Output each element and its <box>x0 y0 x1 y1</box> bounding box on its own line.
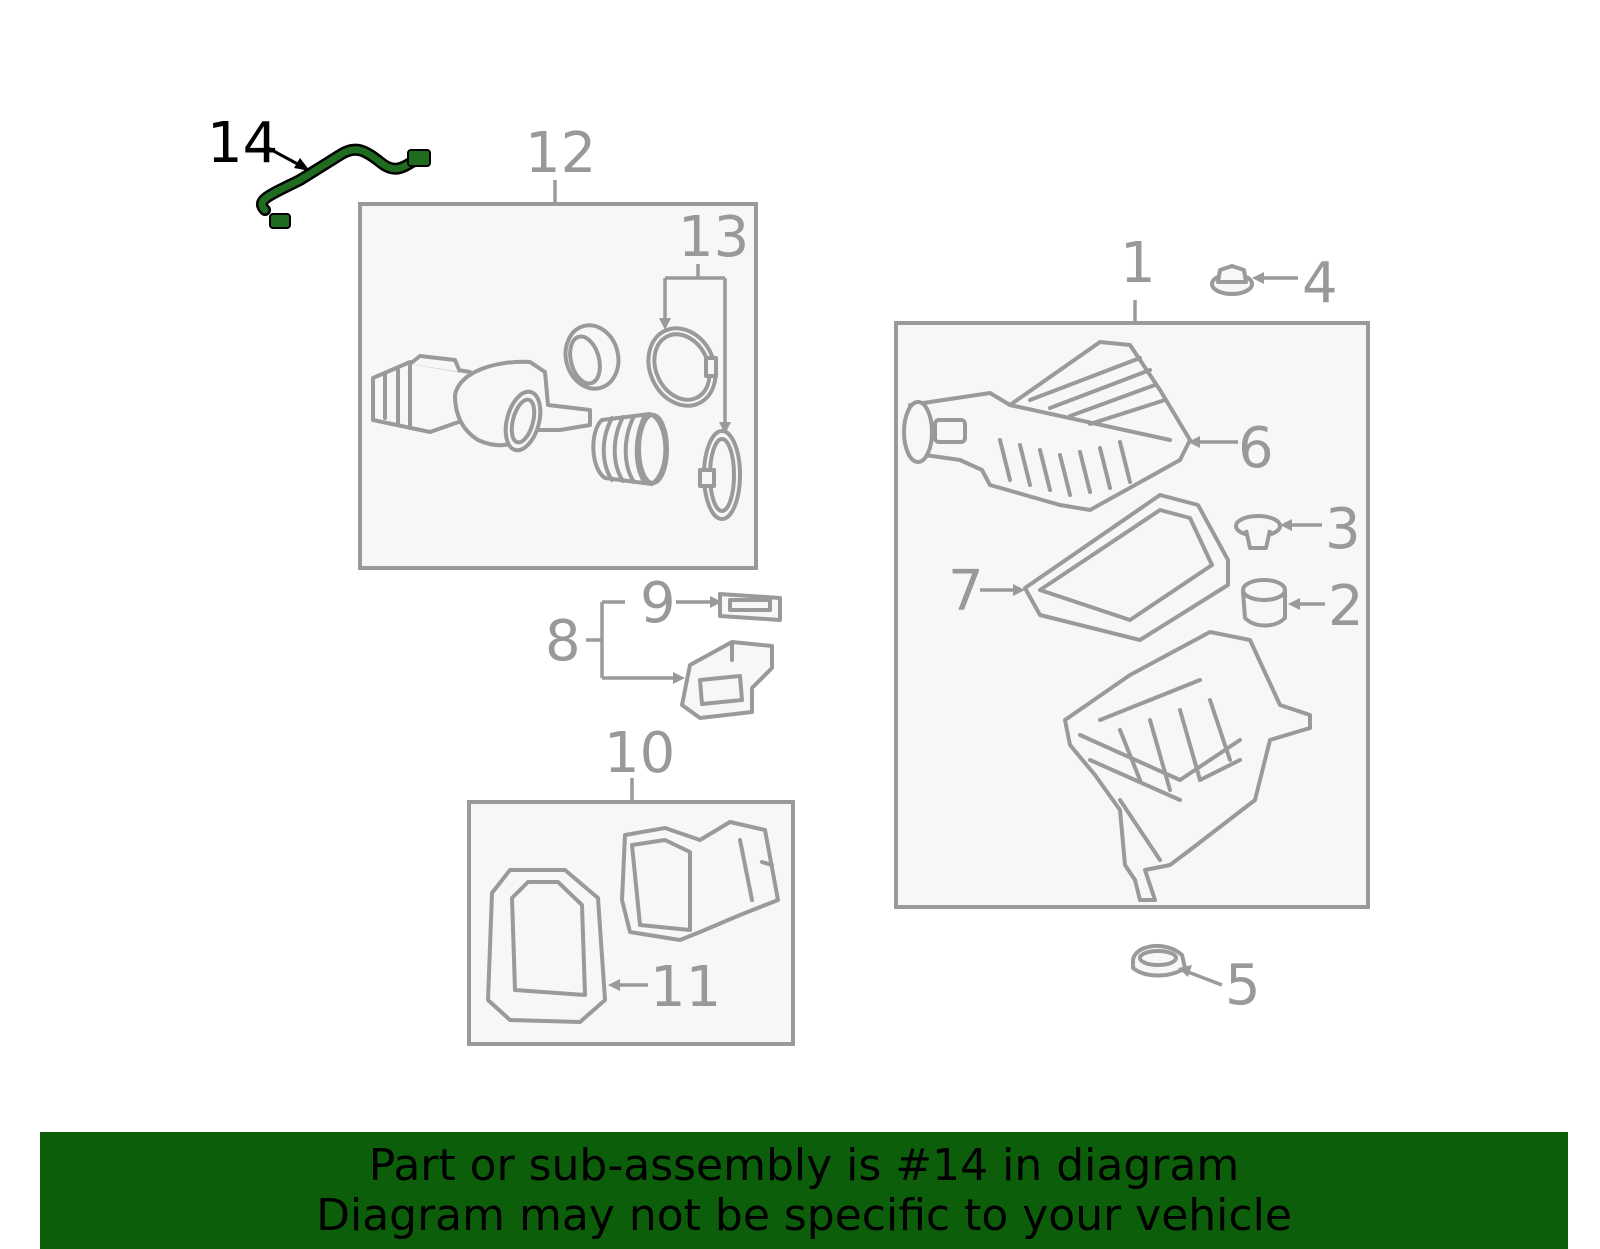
leader-7-arrow <box>1013 584 1025 596</box>
callout-13: 13 <box>678 205 749 270</box>
part-12-bellows-hose[interactable] <box>591 412 669 486</box>
part-5-grommet[interactable] <box>1131 943 1187 978</box>
leader-4-arrow <box>1252 272 1264 284</box>
leader-6-arrow <box>1188 436 1200 448</box>
leader-9-arrow <box>710 596 722 608</box>
leader-14-arrow <box>294 158 310 171</box>
part-3-grommet[interactable] <box>1234 514 1282 550</box>
part-13-clamp-upper[interactable] <box>636 317 728 417</box>
callout-5: 5 <box>1225 953 1261 1018</box>
banner-line-1: Part or sub-assembly is #14 in diagram <box>368 1139 1240 1191</box>
leader-13-arrow-b <box>719 422 731 434</box>
part-10-duct[interactable] <box>620 820 780 942</box>
banner-line-2: Diagram may not be specific to your vehi… <box>316 1189 1292 1241</box>
part-1-air-cleaner-housing[interactable] <box>1063 630 1312 902</box>
callout-9: 9 <box>640 571 676 636</box>
callout-7: 7 <box>948 559 984 624</box>
callout-1: 1 <box>1120 231 1156 296</box>
callout-4: 4 <box>1302 251 1338 316</box>
callout-8: 8 <box>545 609 581 674</box>
leader-13 <box>663 264 727 424</box>
leader-5 <box>1187 970 1223 987</box>
leader-3-arrow <box>1280 519 1292 531</box>
info-banner: Part or sub-assembly is #14 in diagram D… <box>40 1132 1568 1249</box>
leader-13-arrow-a <box>659 318 671 330</box>
leader-8 <box>586 600 675 680</box>
leader-8-arrow <box>673 672 685 684</box>
part-9-gasket[interactable] <box>718 592 782 622</box>
leader-5-arrow <box>1178 965 1192 977</box>
callout-10: 10 <box>604 721 675 786</box>
part-8-mass-airflow-sensor[interactable] <box>680 640 774 720</box>
callout-2: 2 <box>1328 574 1364 639</box>
leader-2-arrow <box>1288 598 1300 610</box>
part-11-seal[interactable] <box>486 868 607 1024</box>
part-14-hose[interactable] <box>256 143 431 229</box>
part-7-air-filter-element[interactable] <box>1023 493 1230 642</box>
part-4-nut[interactable] <box>1210 264 1254 296</box>
leader-11-arrow <box>608 979 620 991</box>
callout-6: 6 <box>1238 416 1274 481</box>
part-13-clamp-lower[interactable] <box>698 429 742 521</box>
callout-12: 12 <box>525 121 596 186</box>
callout-11: 11 <box>650 955 721 1020</box>
part-12-air-intake-duct[interactable] <box>371 354 592 454</box>
callout-14: 14 <box>207 111 278 176</box>
part-6-air-cleaner-cover[interactable] <box>902 340 1192 512</box>
part-2-insulator[interactable] <box>1241 578 1287 628</box>
part-12-coupler[interactable] <box>559 319 626 394</box>
callout-3: 3 <box>1325 497 1361 562</box>
